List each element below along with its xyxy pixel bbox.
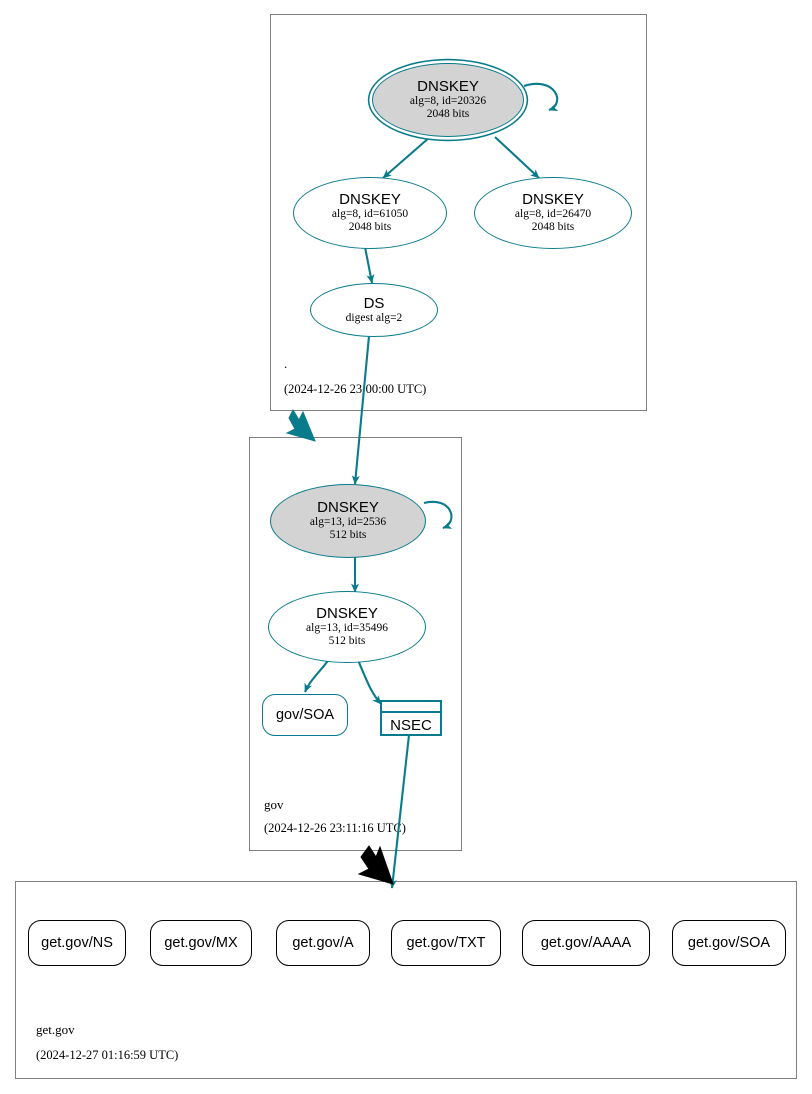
node-root-zsk2-alg: alg=8, id=26470: [514, 208, 592, 220]
node-gov-soa-label: gov/SOA: [275, 707, 335, 723]
node-root-ds-type: DS: [363, 294, 385, 312]
node-getgov-a-label: get.gov/A: [292, 935, 354, 951]
node-gov-ksk-2536[interactable]: DNSKEY alg=13, id=2536 512 bits: [270, 484, 426, 558]
node-gov-zsk-type: DNSKEY: [316, 605, 378, 622]
zone-timestamp-gov: (2024-12-26 23:11:16 UTC): [264, 821, 406, 835]
node-root-ds-digest: digest alg=2: [345, 311, 403, 324]
node-gov-ksk-alg: alg=13, id=2536: [309, 516, 387, 528]
node-gov-soa[interactable]: gov/SOA: [262, 694, 348, 736]
node-getgov-aaaa-label: get.gov/AAAA: [540, 935, 632, 951]
zone-label-root: .: [284, 356, 288, 371]
edge-ds-to-gov-dnskey: [351, 335, 371, 485]
edge-gov-zsk-to-nsec: [357, 659, 382, 705]
node-getgov-txt-label: get.gov/TXT: [406, 935, 486, 951]
node-root-ksk-size: 2048 bits: [426, 108, 470, 120]
node-getgov-ns[interactable]: get.gov/NS: [28, 920, 126, 966]
node-getgov-txt[interactable]: get.gov/TXT: [391, 920, 501, 966]
node-root-zsk-61050[interactable]: DNSKEY alg=8, id=61050 2048 bits: [293, 177, 447, 249]
node-gov-zsk-size: 512 bits: [328, 635, 366, 647]
node-getgov-soa[interactable]: get.gov/SOA: [672, 920, 786, 966]
node-getgov-soa-label: get.gov/SOA: [687, 935, 771, 951]
node-gov-nsec[interactable]: NSEC: [380, 700, 442, 736]
node-root-zsk2-type: DNSKEY: [522, 191, 584, 208]
edge-gov-zsk-to-soa: [304, 657, 331, 693]
node-getgov-ns-label: get.gov/NS: [41, 935, 113, 951]
node-getgov-aaaa[interactable]: get.gov/AAAA: [522, 920, 650, 966]
edge-root-ksk-self: [523, 83, 559, 111]
edge-delegation-root-to-gov: [285, 408, 316, 442]
node-gov-zsk-alg: alg=13, id=35496: [306, 622, 388, 634]
node-getgov-a[interactable]: get.gov/A: [276, 920, 370, 966]
node-root-zsk-26470[interactable]: DNSKEY alg=8, id=26470 2048 bits: [474, 177, 632, 249]
node-gov-ksk-type: DNSKEY: [317, 499, 379, 516]
edge-root-ksk-to-zsk26470: [494, 136, 540, 179]
node-root-ksk-alg: alg=8, id=20326: [409, 95, 487, 107]
edge-nsec-to-getgov: [388, 734, 411, 889]
edge-delegation-gov-to-getgov: [357, 845, 394, 885]
node-root-ksk-type: DNSKEY: [417, 78, 479, 95]
zone-box-getgov: [15, 881, 797, 1079]
edge-gov-ksk-self: [423, 500, 453, 529]
zone-box-root: [270, 14, 647, 411]
zone-timestamp-getgov: (2024-12-27 01:16:59 UTC): [36, 1048, 179, 1062]
node-root-zsk2-size: 2048 bits: [531, 221, 575, 233]
zone-label-gov: gov: [264, 797, 284, 812]
node-root-zsk1-size: 2048 bits: [348, 221, 392, 233]
node-root-zsk1-type: DNSKEY: [339, 191, 401, 208]
node-root-zsk1-alg: alg=8, id=61050: [331, 208, 409, 220]
node-getgov-mx-label: get.gov/MX: [164, 935, 238, 951]
edge-root-ksk-to-zsk61050: [382, 136, 431, 179]
node-getgov-mx[interactable]: get.gov/MX: [150, 920, 252, 966]
zone-timestamp-root: (2024-12-26 23:00:00 UTC): [284, 382, 427, 396]
node-root-ksk-20326[interactable]: DNSKEY alg=8, id=20326 2048 bits: [372, 63, 524, 137]
node-gov-ksk-size: 512 bits: [329, 529, 367, 541]
edge-root-zsk-to-ds: [363, 246, 375, 284]
nsec-header-bar: [382, 702, 440, 713]
zone-box-gov: [249, 437, 462, 851]
node-root-ds[interactable]: DS digest alg=2: [310, 283, 438, 337]
node-gov-nsec-label: NSEC: [390, 716, 432, 734]
zone-label-getgov: get.gov: [36, 1022, 75, 1037]
node-gov-zsk-35496[interactable]: DNSKEY alg=13, id=35496 512 bits: [268, 591, 426, 663]
